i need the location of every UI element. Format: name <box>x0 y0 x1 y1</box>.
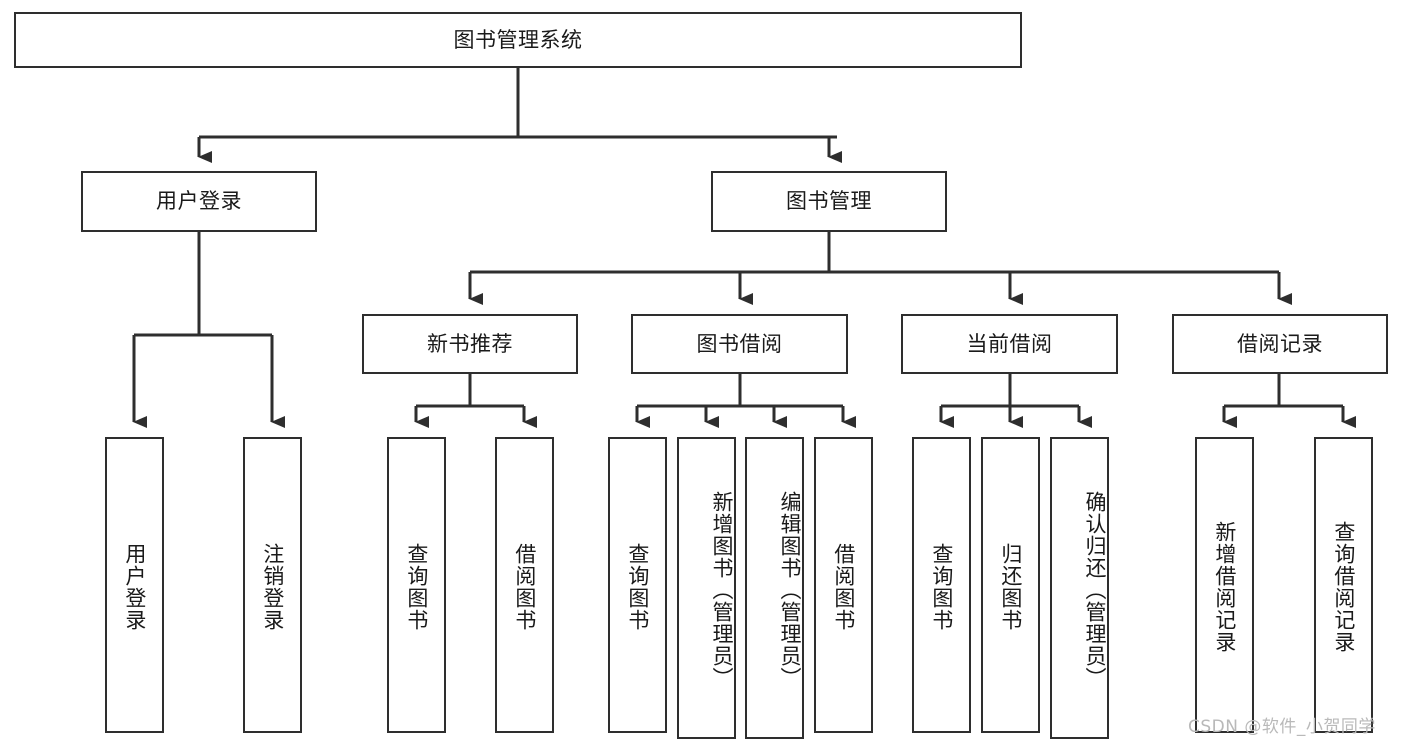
leaf-current-return-book[interactable]: 归还图书 <box>981 437 1040 733</box>
node-label: 查询图书 <box>929 543 954 631</box>
node-label: 当前借阅 <box>966 331 1053 356</box>
leaf-records-query-record[interactable]: 查询借阅记录 <box>1314 437 1373 733</box>
leaf-borrow-borrow-book[interactable]: 借阅图书 <box>814 437 873 733</box>
node-label: 确认归还（管理员） <box>1083 491 1107 689</box>
node-current-borrow[interactable]: 当前借阅 <box>901 314 1118 374</box>
node-label: 新增图书（管理员） <box>710 491 734 689</box>
node-label: 查询借阅记录 <box>1331 521 1356 653</box>
node-borrow-records[interactable]: 借阅记录 <box>1172 314 1388 374</box>
leaf-current-query-book[interactable]: 查询图书 <box>912 437 971 733</box>
node-label: 图书管理系统 <box>453 27 583 52</box>
node-label: 新增借阅记录 <box>1212 521 1237 653</box>
leaf-recommend-query-book[interactable]: 查询图书 <box>387 437 446 733</box>
node-label: 查询图书 <box>625 543 650 631</box>
node-label: 图书管理 <box>786 189 872 214</box>
node-new-book-recommend[interactable]: 新书推荐 <box>362 314 578 374</box>
node-label: 编辑图书（管理员） <box>778 491 802 689</box>
node-label: 借阅图书 <box>831 543 856 631</box>
node-book-borrow[interactable]: 图书借阅 <box>631 314 848 374</box>
leaf-user-login-logout[interactable]: 注销登录 <box>243 437 302 733</box>
leaf-borrow-edit-book-admin[interactable]: 编辑图书（管理员） <box>745 437 804 739</box>
node-user-login[interactable]: 用户登录 <box>81 171 317 232</box>
csdn-watermark: CSDN @软件_小贺同学 <box>1188 717 1376 737</box>
leaf-user-login-login[interactable]: 用户登录 <box>105 437 164 733</box>
leaf-borrow-query-book[interactable]: 查询图书 <box>608 437 667 733</box>
node-label: 查询图书 <box>404 543 429 631</box>
node-label: 用户登录 <box>122 543 147 631</box>
node-label: 注销登录 <box>260 543 285 631</box>
leaf-borrow-add-book-admin[interactable]: 新增图书（管理员） <box>677 437 736 739</box>
node-label: 借阅图书 <box>512 543 537 631</box>
leaf-current-confirm-return-admin[interactable]: 确认归还（管理员） <box>1050 437 1109 739</box>
node-label: 图书借阅 <box>696 331 783 356</box>
node-label: 归还图书 <box>998 543 1023 631</box>
node-label: 新书推荐 <box>427 331 513 356</box>
leaf-records-add-record[interactable]: 新增借阅记录 <box>1195 437 1254 733</box>
node-label: 用户登录 <box>156 189 242 214</box>
node-label: 借阅记录 <box>1237 331 1323 356</box>
leaf-recommend-borrow-book[interactable]: 借阅图书 <box>495 437 554 733</box>
node-book-management[interactable]: 图书管理 <box>711 171 947 232</box>
node-root-book-management-system[interactable]: 图书管理系统 <box>14 12 1022 68</box>
